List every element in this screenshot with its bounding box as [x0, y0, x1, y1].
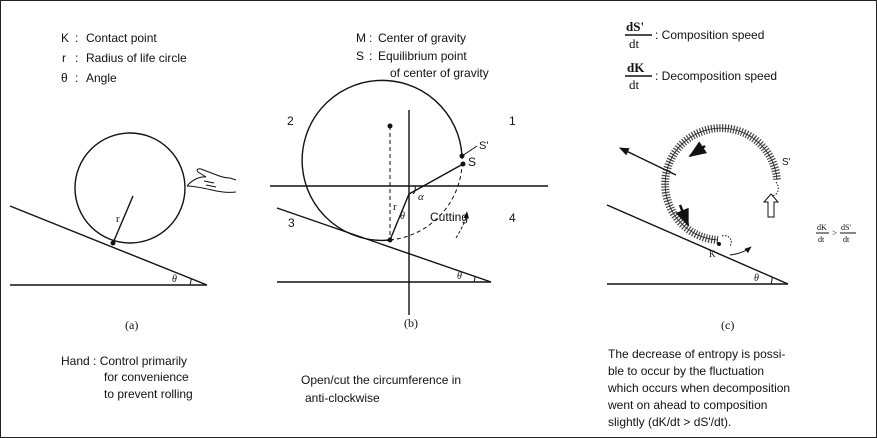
life-circle-solid — [301, 79, 463, 242]
up-hollow-arrow-icon — [762, 193, 780, 218]
s-prime-label: S' — [479, 140, 488, 152]
center-to-s-line — [408, 163, 464, 195]
ineq-den-1: dt — [818, 235, 825, 244]
theta-inner-label: θ — [400, 211, 405, 222]
quadrant-2: 2 — [287, 114, 294, 128]
legend-a-sym-2: r — [62, 51, 66, 65]
contact-point-k — [717, 242, 721, 246]
angle-theta-label: θ — [172, 274, 177, 285]
legend-b-sym-2: S — [356, 49, 364, 63]
s-prime-fragment — [771, 181, 779, 197]
s-label: S — [468, 155, 476, 169]
angle-arc — [189, 278, 192, 286]
note-c-line-5: slightly (dK/dt > dS'/dt). — [608, 415, 731, 429]
legend-a-sep-1: : — [75, 31, 78, 45]
caption-c: (c) — [721, 318, 734, 332]
note-c-line-3: which occurs when decomposition — [607, 381, 790, 395]
legend-a-sym-1: K — [61, 31, 69, 45]
hatched-circle — [661, 124, 781, 244]
life-circle-dashed — [389, 155, 463, 241]
note-b-line-2: anti-clockwise — [305, 391, 380, 405]
legend-c-den-2: dt — [629, 77, 640, 92]
ineq-num-1: dK — [817, 223, 827, 232]
legend-b-sep-1: : — [369, 31, 372, 45]
alpha-arc — [412, 185, 416, 195]
angle-theta-label: θ — [457, 271, 462, 282]
angle-arc — [473, 275, 476, 283]
legend-a-text-2: Radius of life circle — [86, 51, 187, 65]
caption-b: (b) — [404, 316, 418, 330]
angle-theta-label: θ — [754, 273, 759, 284]
s-prime-label: S' — [782, 157, 791, 168]
note-a-line-1: Hand : Control primarily — [61, 354, 187, 368]
s-prime-leader — [461, 145, 478, 157]
point-s — [460, 161, 466, 167]
legend-a-sep-3: : — [75, 71, 78, 85]
slope-line — [276, 207, 492, 283]
rotation-arrow-top-icon — [688, 141, 707, 158]
cutting-label: Cutting — [430, 210, 468, 224]
legend-b-text-2: Equilibrium point — [378, 49, 467, 63]
note-a-line-3: to prevent rolling — [104, 387, 193, 401]
legend-b-text-3: of center of gravity — [390, 66, 489, 80]
legend-c-num-2: dK — [627, 60, 645, 75]
quadrant-1: 1 — [509, 114, 516, 128]
legend-b-sep-2: : — [369, 49, 372, 63]
cutting-arrow — [455, 211, 469, 239]
caption-a: (a) — [125, 318, 138, 332]
ineq-den-2: dt — [843, 235, 850, 244]
hand-fingers — [203, 180, 217, 188]
hand-icon — [186, 168, 237, 187]
life-circle — [74, 132, 186, 244]
radius-line — [112, 195, 134, 244]
rotation-arrow-side-icon — [675, 204, 690, 227]
legend-c-text-2: : Decomposition speed — [655, 69, 777, 83]
k-fragment — [721, 235, 732, 247]
ineq-op: > — [832, 228, 837, 238]
k-label: K — [709, 249, 716, 259]
panel-b: M : Center of gravity S : Equilibrium po… — [270, 31, 548, 405]
note-c-line-2: ble to occur by the fluctuation — [608, 364, 764, 378]
ineq-num-2: dS' — [841, 223, 851, 232]
radius-line — [389, 193, 410, 241]
alpha-label: α — [418, 191, 424, 203]
contact-point — [387, 237, 393, 243]
slope-line — [606, 204, 789, 285]
rolling-direction-arrow-icon — [619, 147, 677, 176]
panel-a: K : Contact point r : Radius of life cir… — [9, 31, 237, 401]
angle-arc — [770, 276, 773, 285]
note-a-line-2: for convenience — [104, 370, 189, 384]
radius-label: r — [393, 201, 397, 213]
contact-point — [110, 240, 116, 246]
legend-a-sym-3: θ — [61, 71, 68, 85]
slope-line — [9, 205, 208, 286]
radius-label: r — [116, 213, 120, 225]
note-b-line-1: Open/cut the circumference in — [301, 373, 461, 387]
legend-b-text-1: Center of gravity — [378, 31, 466, 45]
legend-c-num-1: dS' — [626, 19, 644, 34]
note-c-line-1: The decrease of entropy is possi- — [608, 347, 785, 361]
legend-a-text-3: Angle — [86, 71, 117, 85]
quadrant-4: 4 — [509, 211, 516, 225]
legend-a-text-1: Contact point — [86, 31, 157, 45]
legend-b-sym-1: M — [356, 31, 366, 45]
legend-c-text-1: : Composition speed — [655, 28, 764, 42]
k-to-right-arrow-icon — [729, 246, 752, 256]
quadrant-3: 3 — [288, 216, 295, 230]
legend-a-sep-2: : — [75, 51, 78, 65]
note-c-line-4: went on ahead to composition — [607, 398, 767, 412]
legend-c-den-1: dt — [629, 36, 640, 51]
hand-outline — [186, 185, 237, 193]
panel-c: dS' dt : Composition speed dK dt : Decom… — [606, 19, 856, 429]
